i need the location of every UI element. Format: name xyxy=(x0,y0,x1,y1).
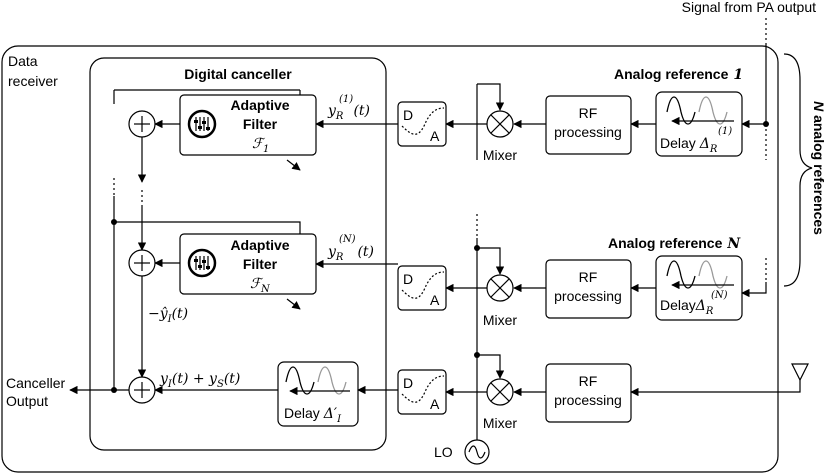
yhat-text: −ŷ xyxy=(148,305,169,322)
dac-1-a: A xyxy=(430,128,440,144)
dac-1-d: D xyxy=(403,107,413,123)
filter1-f: ℱ xyxy=(252,136,266,152)
n-analog-refs-n: N xyxy=(811,101,827,112)
mixer-1-icon xyxy=(486,110,514,138)
rf-processing-1-line1: RF xyxy=(579,105,598,121)
data-receiver-label-line1: Data xyxy=(8,53,38,69)
rf-processing-1-line2: processing xyxy=(554,124,622,140)
sum-n-icon xyxy=(128,249,156,277)
mixer-n-icon xyxy=(486,274,514,302)
lo-to-mixern xyxy=(477,247,505,275)
y-sum-label: yI(t) + yS(t) xyxy=(159,371,240,390)
dac-n-a: A xyxy=(430,292,440,308)
rf-processing-i-line2: processing xyxy=(554,392,622,408)
yrn-sup: (N) xyxy=(339,234,356,245)
y-sum-s: S xyxy=(217,379,224,390)
adaptive-filter-n-line2: Filter xyxy=(243,256,278,272)
yr1-sub: R xyxy=(335,111,344,122)
yr1-label: yR (t) xyxy=(327,103,370,122)
delay-r1-word: Delay xyxy=(660,135,696,151)
yrn-y: y xyxy=(327,244,337,260)
rf-processing-1-block xyxy=(545,95,632,155)
analog-ref-1-index: 1 xyxy=(733,67,743,83)
yhat-sub: I xyxy=(167,314,173,325)
yrn-sub: R xyxy=(335,252,344,263)
pa-signal-label: Signal from PA output xyxy=(682,0,816,15)
dac-n-d: D xyxy=(403,271,413,287)
sum-final-icon xyxy=(128,376,156,404)
mixer-n-label: Mixer xyxy=(483,312,518,328)
adaptive-filter-n-symbol: ℱN xyxy=(250,276,271,295)
lo-sine-icon xyxy=(468,445,486,459)
n-analog-refs-text: analog references xyxy=(811,111,827,235)
dac-i-a: A xyxy=(430,396,440,412)
yr1-y: y xyxy=(327,103,337,119)
analog-ref-n-text: Analog reference xyxy=(608,235,723,251)
delay-rn-text: DelayΔR xyxy=(660,297,714,317)
canceller-output-line2: Output xyxy=(6,393,48,409)
adaptive-filter-1-line2: Filter xyxy=(243,116,278,132)
antenna-to-rf xyxy=(630,380,801,397)
pa-to-delayn xyxy=(741,282,767,298)
delay-i-delta: Δ′ xyxy=(323,406,338,422)
mixer-i-label: Mixer xyxy=(483,415,518,431)
adaptive-filter-1-line1: Adaptive xyxy=(230,97,289,113)
analog-refs-brace xyxy=(783,53,813,287)
canceller-output-line1: Canceller xyxy=(6,375,65,391)
adaptive-filter-n-line1: Adaptive xyxy=(230,237,289,253)
lo-label: LO xyxy=(434,444,453,460)
delay-rn-sup: (N) xyxy=(711,290,728,301)
analog-ref-n-index: N xyxy=(726,236,741,252)
filtern-sub: N xyxy=(260,284,271,295)
delay-rn-sub: R xyxy=(705,306,714,317)
yrn-arg: (t) xyxy=(357,244,374,260)
rf-processing-n-line2: processing xyxy=(554,288,622,304)
rf-processing-i-line1: RF xyxy=(579,373,598,389)
analog-ref-1-text: Analog reference xyxy=(614,66,729,82)
feedback-top-n xyxy=(114,221,301,234)
adaptive-filter-n-block xyxy=(179,233,317,295)
delay-i-word: Delay xyxy=(284,405,320,421)
filtern-f: ℱ xyxy=(250,276,264,292)
yr1-arg: (t) xyxy=(353,103,370,119)
dac-i-d: D xyxy=(403,375,413,391)
mixer-1-label: Mixer xyxy=(483,147,518,163)
delay-i-sub: I xyxy=(336,414,342,425)
delay-r1-sub: R xyxy=(709,144,718,155)
digital-canceller-title: Digital canceller xyxy=(184,66,292,82)
y-sum-y1: y xyxy=(159,371,169,387)
delay-r1-sup: (1) xyxy=(718,126,732,137)
data-receiver-label-line2: receiver xyxy=(8,73,58,89)
sum-1-icon xyxy=(128,110,156,138)
lo-to-mixeri xyxy=(477,354,505,379)
adaptive-filter-1-block xyxy=(179,94,317,156)
antenna-icon xyxy=(791,363,809,382)
filtern-adapt-arrow xyxy=(286,298,301,310)
mixer-i-icon xyxy=(486,378,514,406)
lo-to-mixer1 xyxy=(477,83,505,111)
rf-processing-n-block xyxy=(545,259,632,319)
delay-r1-delta: Δ xyxy=(699,136,710,152)
delay-rn-delta: Δ xyxy=(695,298,706,314)
yhat-arg: (t) xyxy=(172,306,189,322)
yhat-label: −ŷI(t) xyxy=(148,305,188,325)
yr1-sup: (1) xyxy=(339,94,353,105)
y-sum-mid: (t) + y xyxy=(172,371,218,387)
filter1-adapt-arrow xyxy=(286,159,301,171)
adaptive-filter-1-symbol: ℱ1 xyxy=(252,136,269,155)
yrn-label: yR (t) xyxy=(327,244,374,263)
filter1-sub: 1 xyxy=(263,144,269,155)
rf-processing-n-line1: RF xyxy=(579,269,598,285)
delay-rn-word: Delay xyxy=(660,297,696,313)
y-sum-i: I xyxy=(167,379,173,390)
y-sum-arg: (t) xyxy=(224,371,241,387)
n-analog-refs-label: N analog references xyxy=(811,101,827,235)
